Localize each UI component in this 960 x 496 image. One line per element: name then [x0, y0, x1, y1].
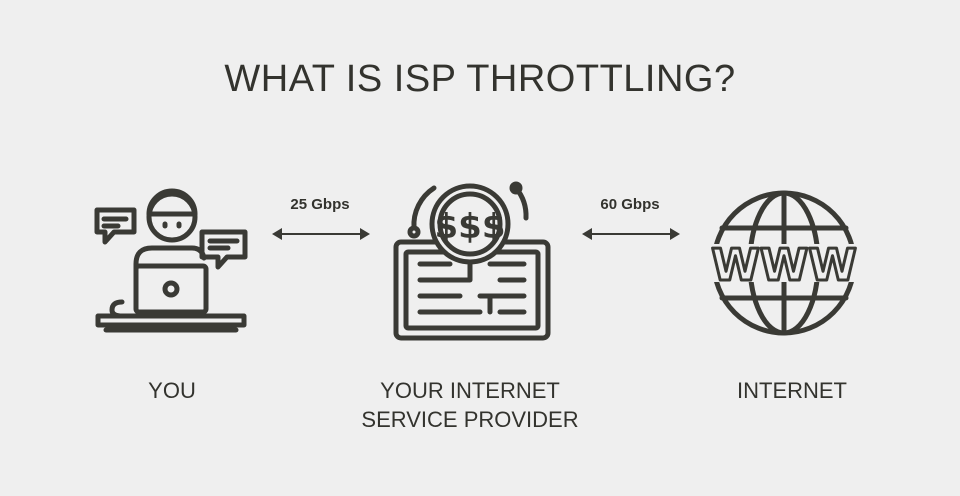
node-label-you: YOU	[148, 378, 196, 403]
double-arrow-you-isp	[272, 226, 370, 247]
person-at-laptop-icon	[92, 180, 252, 340]
svg-text:$$$: $$$	[435, 207, 506, 247]
node-label-isp: YOUR INTERNET SERVICE PROVIDER	[340, 376, 600, 434]
page-title: WHAT IS ISP THROTTLING?	[224, 58, 736, 100]
link-label-isp-internet: 60 Gbps	[600, 196, 660, 213]
link-label-you-isp: 25 Gbps	[290, 196, 350, 213]
node-label-isp-line2: SERVICE PROVIDER	[361, 407, 579, 432]
www-globe-icon: WWW	[704, 188, 864, 338]
node-label-internet: INTERNET	[737, 378, 847, 403]
svg-text:WWW: WWW	[711, 240, 857, 291]
node-label-isp-line1: YOUR INTERNET	[380, 378, 560, 403]
double-arrow-isp-internet	[582, 226, 680, 247]
isp-router-dollar-icon: $$$	[390, 180, 555, 345]
